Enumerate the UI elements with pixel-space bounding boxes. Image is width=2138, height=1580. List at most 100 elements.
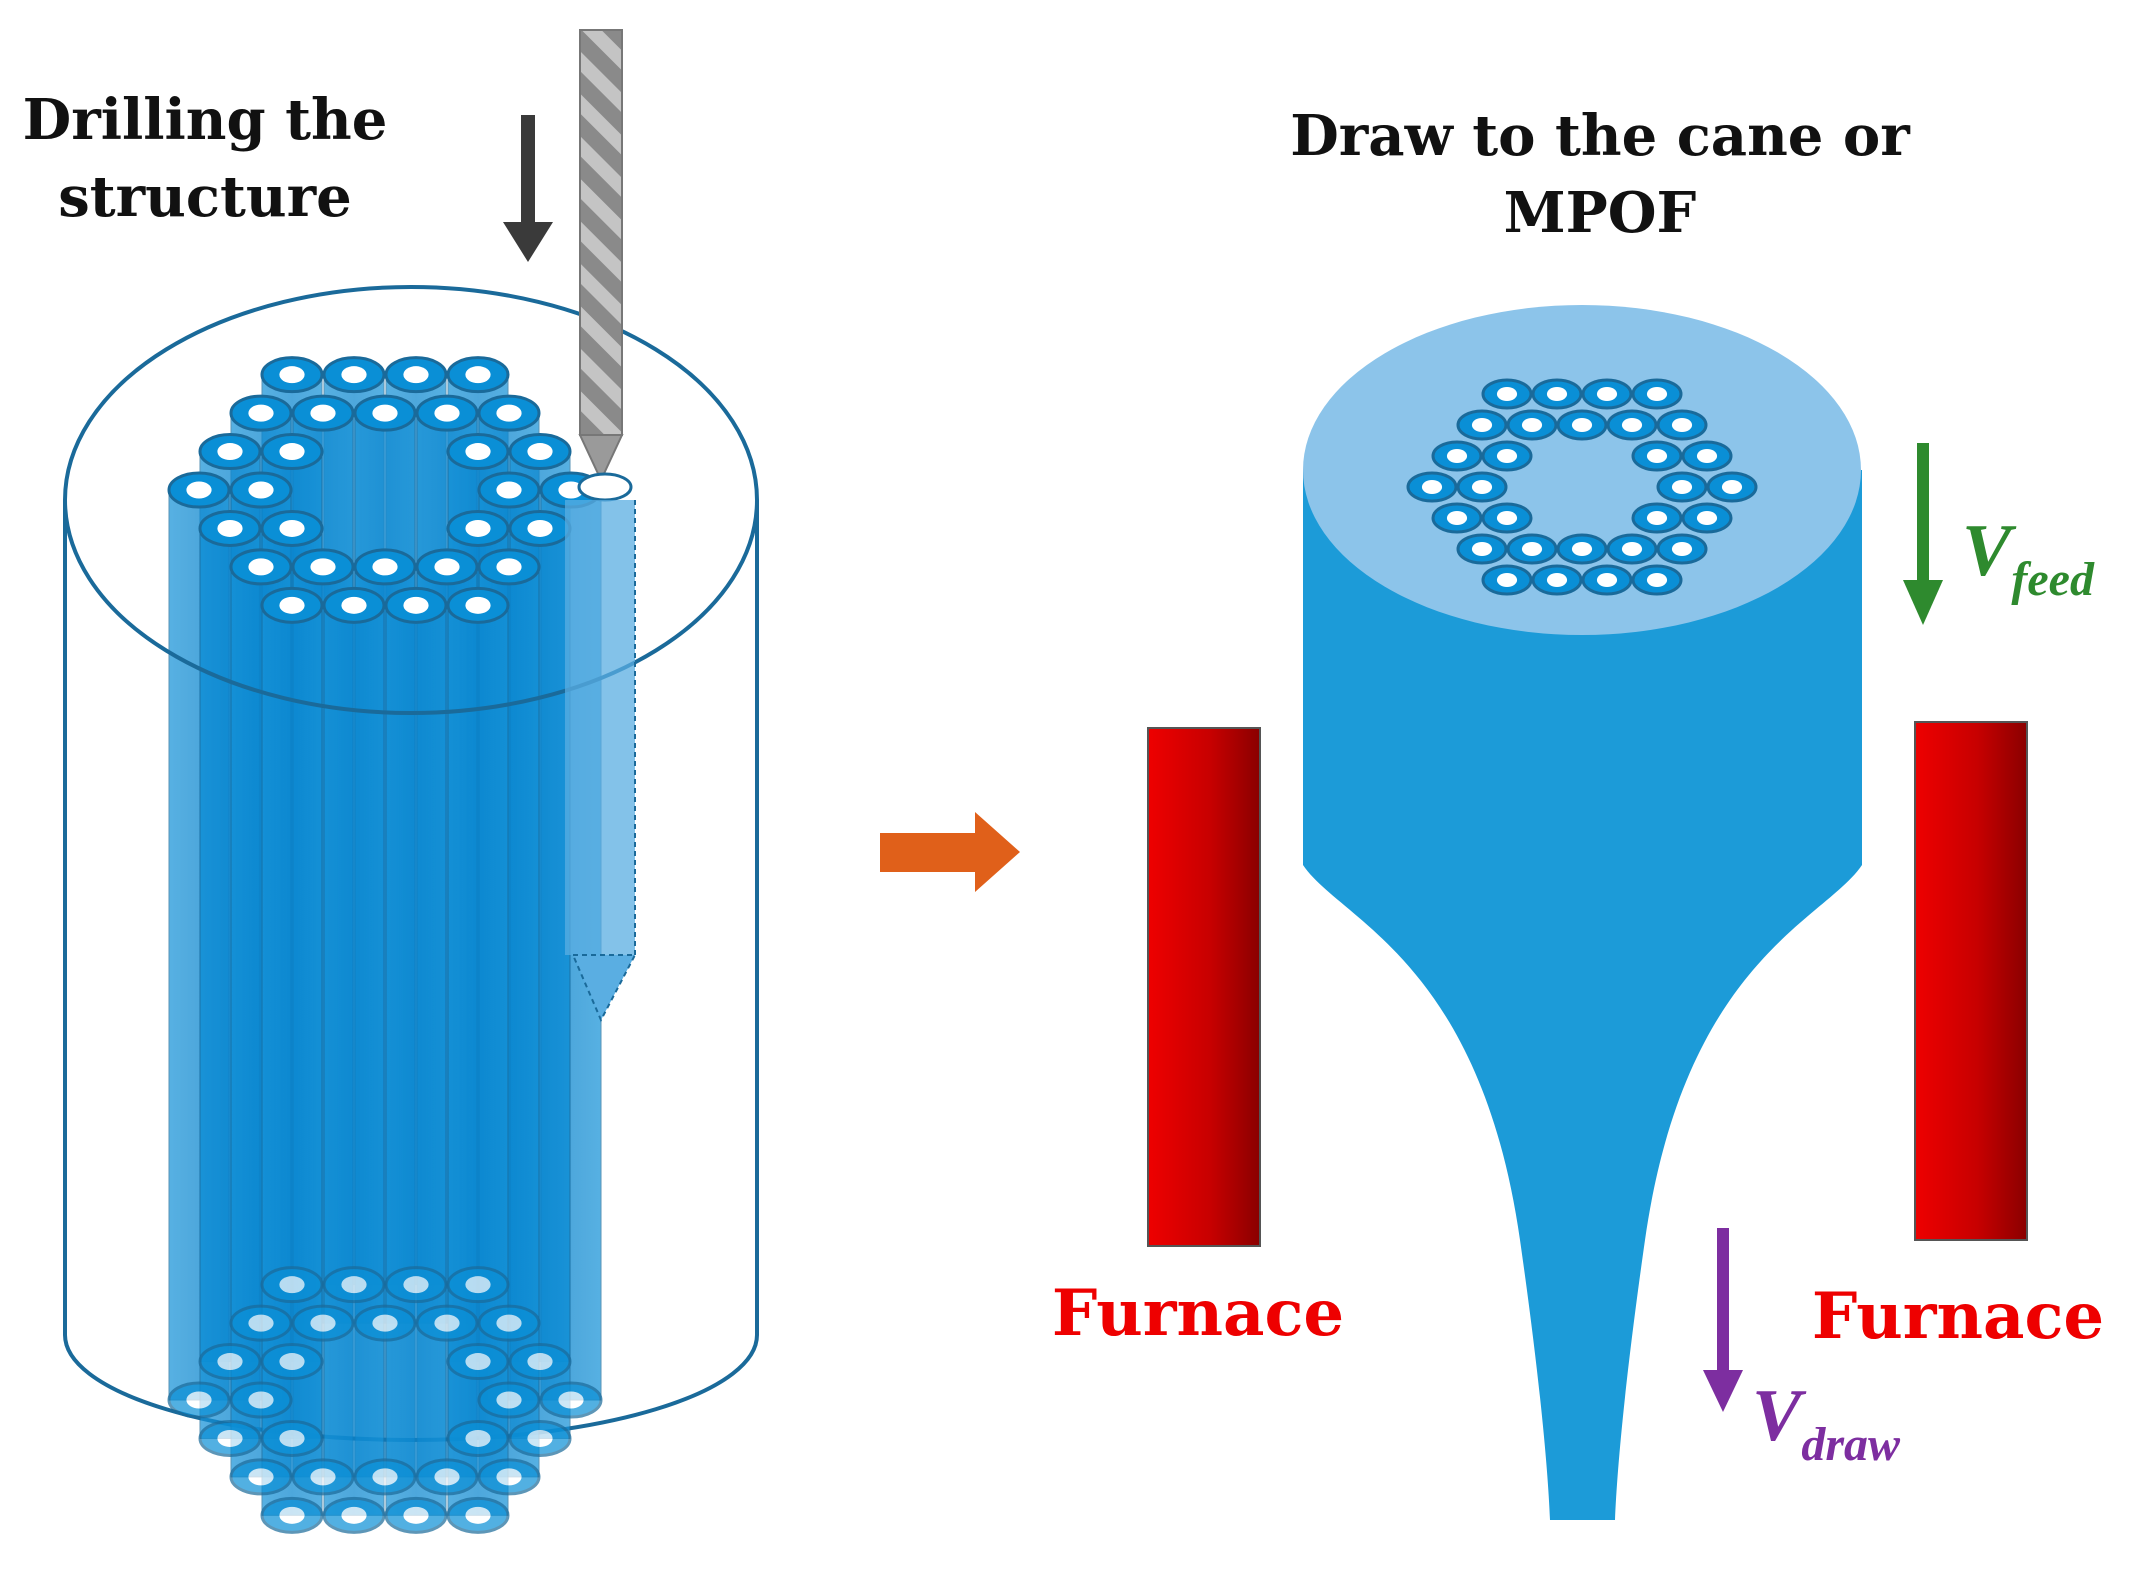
hole-ring	[477, 394, 541, 432]
hole-ring	[229, 471, 293, 509]
hole-ring	[1606, 409, 1658, 441]
tube-bottom-end	[477, 1381, 541, 1419]
furnace-left-element	[1147, 727, 1261, 1247]
drill-direction-arrow	[503, 115, 553, 262]
furnace-left-label: Furnace	[1052, 1276, 1344, 1351]
hole-ring	[1681, 502, 1733, 534]
hole-ring	[1631, 564, 1683, 596]
hole-ring	[1656, 471, 1708, 503]
hole-ring	[446, 356, 510, 394]
hole-ring	[291, 394, 355, 432]
hole-ring	[229, 394, 293, 432]
hole-ring	[260, 509, 324, 547]
hole-ring	[1631, 378, 1683, 410]
hole-ring	[1631, 440, 1683, 472]
hole-ring	[1456, 533, 1508, 565]
hole-ring	[1606, 533, 1658, 565]
hole-ring	[1631, 502, 1683, 534]
tube-bottom-end	[260, 1419, 324, 1457]
hole-pattern-top	[167, 356, 603, 624]
draw-velocity-arrow	[1703, 1228, 1743, 1412]
hole-ring	[508, 433, 572, 471]
tube-bottom-end	[322, 1496, 386, 1534]
feed-velocity-label: Vfeed	[1962, 510, 2095, 606]
hole-ring	[1431, 440, 1483, 472]
hole-ring	[415, 394, 479, 432]
hole-ring	[260, 356, 324, 394]
hole-ring	[353, 548, 417, 586]
hole-ring	[1456, 471, 1508, 503]
hole-ring	[229, 548, 293, 586]
tube-bottom-end	[353, 1304, 417, 1342]
tube-bottom-end	[198, 1419, 262, 1457]
hole-ring	[384, 356, 448, 394]
hole-ring	[477, 548, 541, 586]
hole-ring	[446, 586, 510, 624]
tube-bottom-end	[415, 1304, 479, 1342]
tube-bottom-end	[198, 1343, 262, 1381]
preform-top-face	[63, 285, 759, 715]
drill-bit	[577, 29, 633, 502]
furnace-right-element	[1914, 721, 2028, 1241]
tube-bottom-end	[539, 1381, 603, 1419]
process-arrow	[880, 812, 1020, 892]
hole-ring	[1481, 440, 1533, 472]
drilled-channel	[565, 500, 637, 1023]
tube-bottom-end	[508, 1343, 572, 1381]
draw-velocity-label: Vdraw	[1752, 1375, 1901, 1471]
hole-ring	[384, 586, 448, 624]
capillary-tube	[385, 604, 447, 1516]
hole-ring	[508, 509, 572, 547]
tube-bottom-end	[446, 1496, 510, 1534]
furnace-right-label: Furnace	[1812, 1279, 2104, 1354]
draw-velocity-subscript: draw	[1801, 1418, 1901, 1471]
hole-ring	[446, 433, 510, 471]
tube-bottom-end	[384, 1496, 448, 1534]
hole-pattern-end-face	[1406, 378, 1758, 596]
hole-ring	[260, 586, 324, 624]
hole-ring	[1556, 409, 1608, 441]
draw-velocity-symbol: V	[1752, 1375, 1807, 1457]
left-title-line2: structure	[58, 164, 351, 230]
hole-ring	[198, 433, 262, 471]
capillary-tube-bundle	[167, 374, 603, 1534]
preform-end-face	[1303, 305, 1861, 635]
tube-bottom-end	[260, 1266, 324, 1304]
hole-ring	[1531, 378, 1583, 410]
tube-bottom-end	[477, 1458, 541, 1496]
tube-bottom-end	[291, 1458, 355, 1496]
hole-ring	[1506, 533, 1558, 565]
tube-bottom-end	[446, 1266, 510, 1304]
tube-bottom-end	[477, 1304, 541, 1342]
hole-ring	[1656, 533, 1708, 565]
tube-bottom-end	[167, 1381, 231, 1419]
feed-velocity-subscript: feed	[2011, 553, 2095, 606]
hole-ring	[446, 509, 510, 547]
hole-ring	[1481, 502, 1533, 534]
hole-ring	[167, 471, 231, 509]
hole-ring	[1481, 378, 1533, 410]
tube-bottom-end	[322, 1266, 386, 1304]
tube-bottom-end	[291, 1304, 355, 1342]
feed-velocity-arrow	[1903, 443, 1943, 625]
capillary-tube	[323, 604, 385, 1516]
hole-ring	[1581, 378, 1633, 410]
hole-ring	[1406, 471, 1458, 503]
tube-bottom-end	[260, 1343, 324, 1381]
left-title-line1: Drilling the	[23, 87, 388, 153]
preform-body-necking	[1303, 470, 1862, 1520]
hole-ring	[322, 356, 386, 394]
hole-ring	[291, 548, 355, 586]
tube-bottom-end	[446, 1343, 510, 1381]
hole-ring	[198, 509, 262, 547]
tube-bottom-end	[415, 1458, 479, 1496]
hole-ring	[322, 586, 386, 624]
hole-ring	[1506, 409, 1558, 441]
hole-ring	[1581, 564, 1633, 596]
hole-ring	[1706, 471, 1758, 503]
hole-ring	[260, 433, 324, 471]
feed-velocity-symbol: V	[1962, 510, 2017, 592]
tube-bottom-end	[384, 1266, 448, 1304]
tube-bottom-end	[229, 1304, 293, 1342]
